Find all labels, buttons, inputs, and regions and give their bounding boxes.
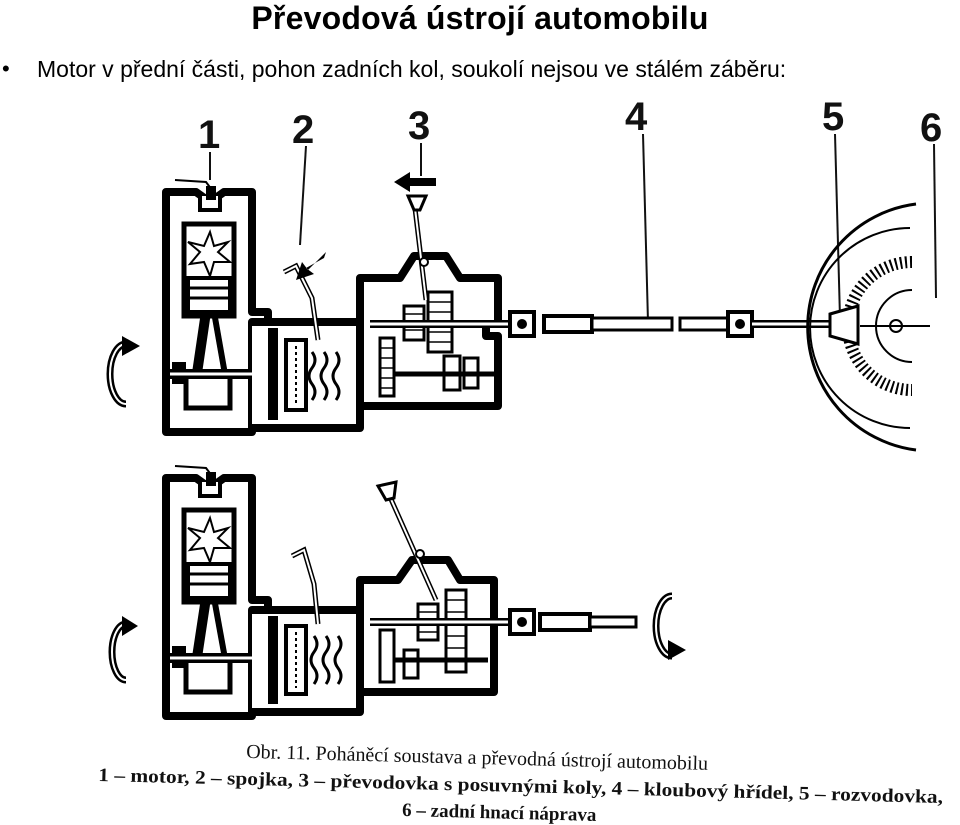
bullet-item: • Motor v přední části, pohon zadních ko… [0, 54, 960, 86]
gearbox-bottom [356, 480, 516, 696]
clutch-top [252, 252, 364, 432]
label-motor: 1 [198, 113, 220, 157]
pedal-arrow-icon [296, 252, 326, 280]
explosion-icon [187, 515, 233, 565]
clutch-bottom [252, 546, 364, 716]
explosion-icon [187, 229, 233, 279]
rotation-arrow-bottom-left-icon [108, 616, 138, 684]
driveshaft-top [508, 310, 830, 338]
caption-line-2: 6 – zadní hnací náprava [402, 800, 597, 825]
label-clutch: 2 [292, 108, 314, 152]
bullet-text: Motor v přední části, pohon zadních kol,… [37, 56, 787, 82]
figure-caption: Obr. 11. Poháněcí soustava a převodná ús… [98, 741, 944, 825]
bottom-assembly [108, 465, 686, 720]
part-labels: 1 2 3 4 5 6 [198, 95, 942, 157]
label-driveshaft: 4 [625, 95, 648, 139]
differential-top [806, 202, 930, 452]
top-assembly [106, 172, 930, 452]
leader-lines [209, 133, 937, 323]
rotation-arrow-bottom-right-icon [652, 592, 686, 660]
gearbox-top [356, 172, 520, 410]
label-differential: 5 [822, 95, 844, 139]
universal-joint-front [508, 310, 536, 338]
universal-joint-rear [726, 310, 754, 338]
bullet-dot-icon: • [2, 56, 10, 81]
shift-arrow-icon [394, 172, 436, 192]
label-rear-axle: 6 [920, 106, 942, 150]
rotation-arrow-top-icon [106, 336, 140, 408]
caption-line-1: 1 – motor, 2 – spojka, 3 – převodovka s … [98, 765, 944, 808]
page-title: Převodová ústrojí automobilu [251, 0, 709, 36]
label-gearbox: 3 [408, 104, 430, 148]
driveshaft-bottom [508, 608, 638, 636]
